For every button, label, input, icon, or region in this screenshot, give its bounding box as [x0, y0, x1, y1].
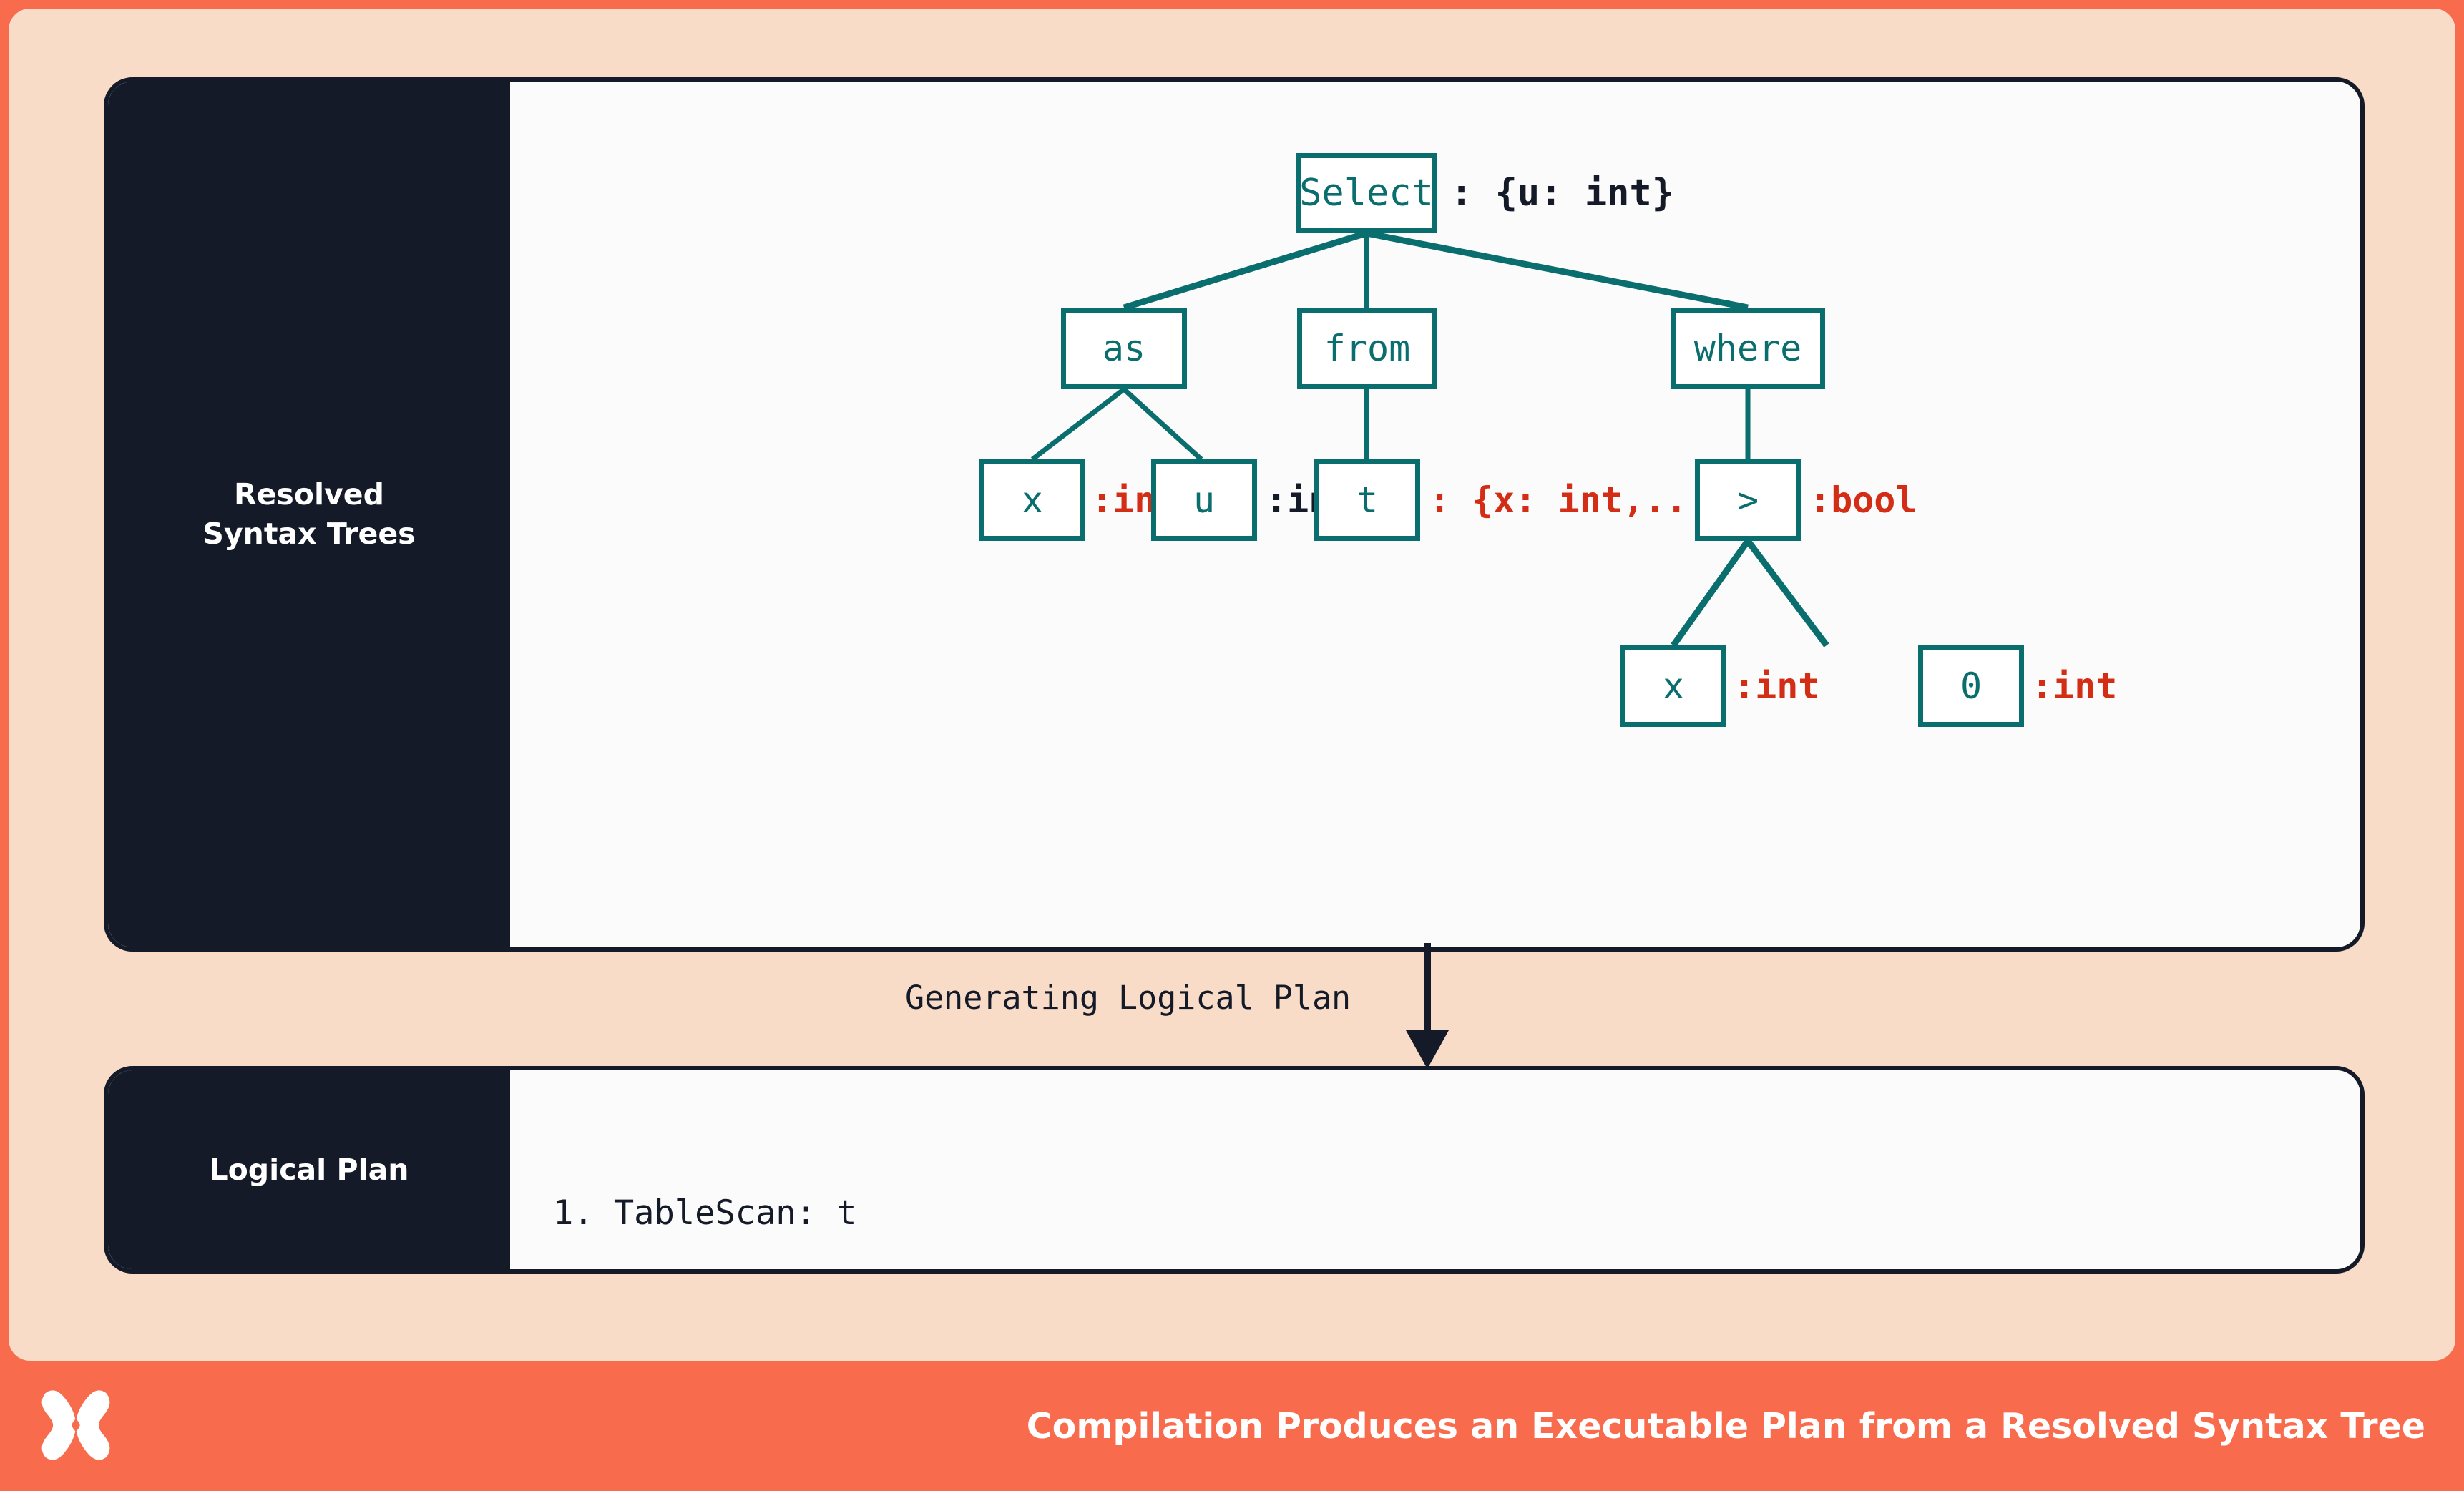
tree-node-gt-zero[interactable]: 0 — [1918, 645, 2024, 727]
footer-banner: Compilation Produces an Executable Plan … — [0, 1361, 2464, 1491]
butterfly-x-logo-icon — [41, 1390, 110, 1460]
tree-annotation-gt-zero: :int — [2031, 665, 2118, 707]
logical-plan-label: Logical Plan — [108, 1070, 510, 1269]
tree-node-as-x-text: x — [1021, 479, 1044, 521]
flow-label: Generating Logical Plan — [905, 979, 1351, 1017]
tree-node-from[interactable]: from — [1297, 308, 1437, 389]
tree-node-where-text: where — [1693, 328, 1802, 369]
resolved-syntax-trees-body: Select : {u: int} as from where x :int — [510, 82, 2360, 947]
syntax-tree-diagram: Select : {u: int} as from where x :int — [510, 82, 2360, 947]
plan-step-1: 1. TableScan: t — [553, 1193, 857, 1233]
logical-plan-card: Logical Plan 1. TableScan: t 2. Filter: … — [104, 1066, 2365, 1274]
tree-annotation-gt-x: :int — [1734, 665, 1820, 707]
tree-node-as-u-text: u — [1193, 479, 1216, 521]
tree-node-gt-zero-text: 0 — [1960, 665, 1983, 707]
logical-plan-body: 1. TableScan: t 2. Filter: t.x > 0 3. Pr… — [510, 1070, 2360, 1269]
tree-annotation-from-t: : {x: int,...} — [1429, 479, 1731, 521]
tree-node-gt-x-text: x — [1662, 665, 1685, 707]
tree-annotation-greater-than: :bool — [1809, 479, 1917, 521]
rst-label-line2: Syntax Trees — [202, 517, 416, 551]
tree-node-from-t-text: t — [1356, 479, 1379, 521]
tree-node-select[interactable]: Select — [1296, 153, 1437, 233]
rst-label-line1: Resolved — [234, 477, 384, 512]
tree-node-greater-than[interactable]: > — [1695, 459, 1801, 541]
resolved-syntax-trees-card: Resolved Syntax Trees — [104, 77, 2365, 952]
tree-node-gt-x[interactable]: x — [1620, 645, 1726, 727]
tree-node-where[interactable]: where — [1671, 308, 1825, 389]
tree-node-as-x[interactable]: x — [979, 459, 1085, 541]
flow-arrow-icon — [1406, 943, 1449, 1069]
footer-caption: Compilation Produces an Executable Plan … — [1026, 1405, 2425, 1447]
tree-annotation-select: : {u: int} — [1450, 172, 1675, 215]
tree-node-as[interactable]: as — [1061, 308, 1187, 389]
logical-plan-label-text: Logical Plan — [209, 1153, 409, 1187]
tree-node-as-text: as — [1102, 328, 1146, 369]
resolved-syntax-trees-label: Resolved Syntax Trees — [108, 82, 510, 947]
tree-node-from-text: from — [1324, 328, 1411, 369]
tree-node-select-text: Select — [1299, 172, 1434, 215]
tree-node-as-u[interactable]: u — [1151, 459, 1257, 541]
tree-edges — [1030, 230, 1829, 647]
tree-node-from-t[interactable]: t — [1314, 459, 1420, 541]
tree-node-greater-than-text: > — [1736, 479, 1759, 521]
logical-plan-steps: 1. TableScan: t 2. Filter: t.x > 0 3. Pr… — [553, 1098, 1019, 1269]
